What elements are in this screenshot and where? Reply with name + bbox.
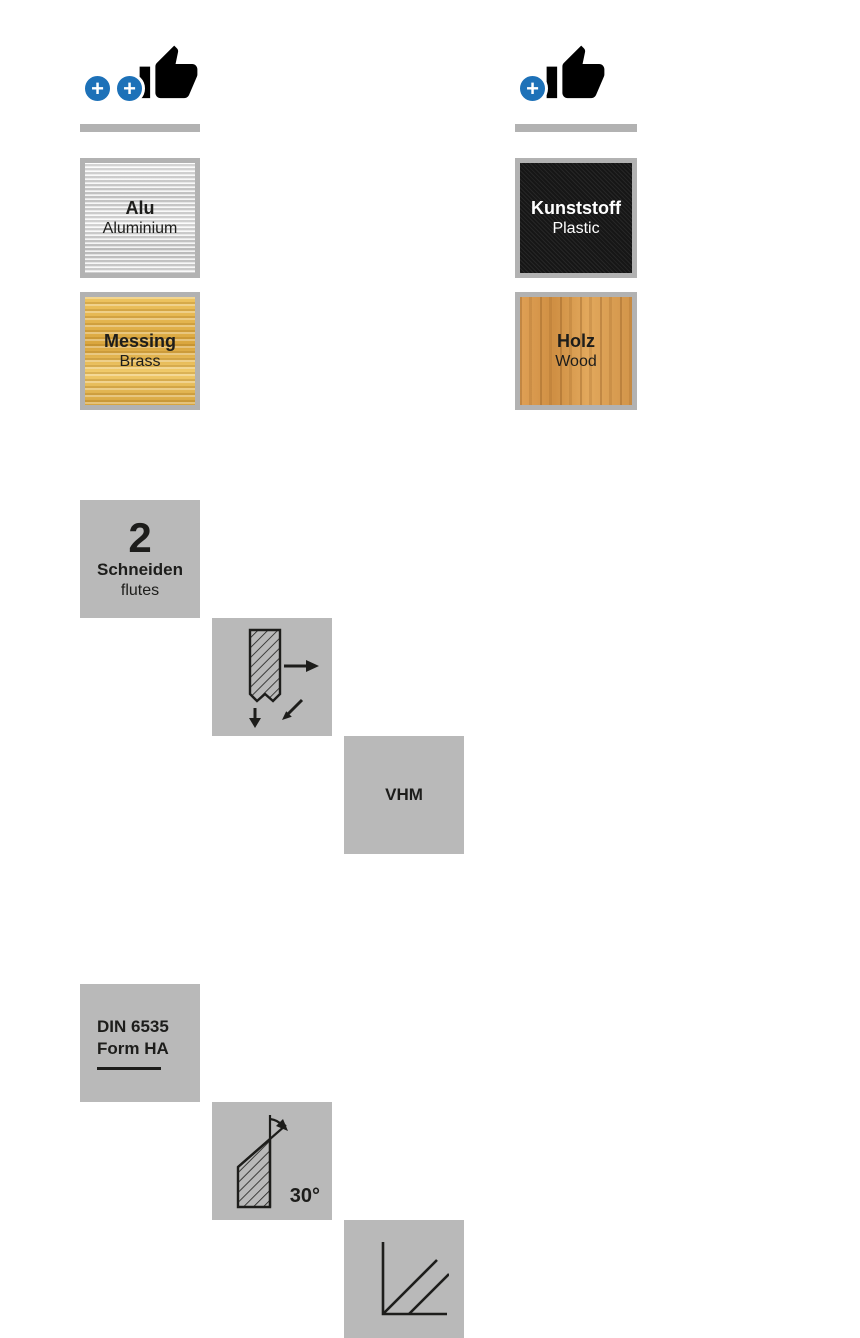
thumbs-up-icon [139, 45, 198, 99]
thumbs-up-icon [546, 45, 605, 99]
spec-shank-din: DIN 6535 Form HA [80, 984, 200, 1102]
material-card-wood: Holz Wood [515, 292, 637, 410]
material-card-brass: Messing Brass [80, 292, 200, 410]
material-subtitle: Plastic [552, 220, 600, 238]
material-code-label: VHM [385, 785, 423, 805]
plus-icon: + [82, 73, 113, 104]
spec-helix-angle: 30° [212, 1102, 332, 1220]
flutes-sublabel: flutes [120, 581, 160, 599]
material-card-aluminium: Alu Aluminium [80, 158, 200, 278]
spec-flutes: 2 Schneiden flutes [80, 500, 200, 618]
plus-icon: + [517, 73, 548, 104]
flutes-number: 2 [128, 514, 152, 562]
material-card-plastic: Kunststoff Plastic [515, 158, 637, 278]
spec-material-code: VHM [344, 736, 464, 854]
material-subtitle: Brass [119, 353, 161, 371]
material-title: Alu [125, 197, 155, 218]
din-underline [97, 1066, 161, 1070]
corner-profile-icon [381, 1242, 449, 1316]
material-title: Messing [103, 330, 177, 351]
material-subtitle: Aluminium [102, 220, 178, 238]
end-mill-directions-icon [248, 628, 319, 728]
din-line2: Form HA [97, 1038, 169, 1058]
din-line1: DIN 6535 [97, 1017, 169, 1037]
plus-icon: + [114, 73, 145, 104]
helix-angle-label: 30° [289, 1185, 320, 1207]
spec-corner-profile [344, 1220, 464, 1338]
material-subtitle: Wood [555, 353, 597, 371]
material-title: Kunststoff [531, 197, 621, 218]
material-title: Holz [557, 330, 595, 351]
flutes-label: Schneiden [97, 560, 183, 580]
divider-bar [80, 124, 200, 132]
divider-bar [515, 124, 637, 132]
spec-milling-directions [212, 618, 332, 736]
